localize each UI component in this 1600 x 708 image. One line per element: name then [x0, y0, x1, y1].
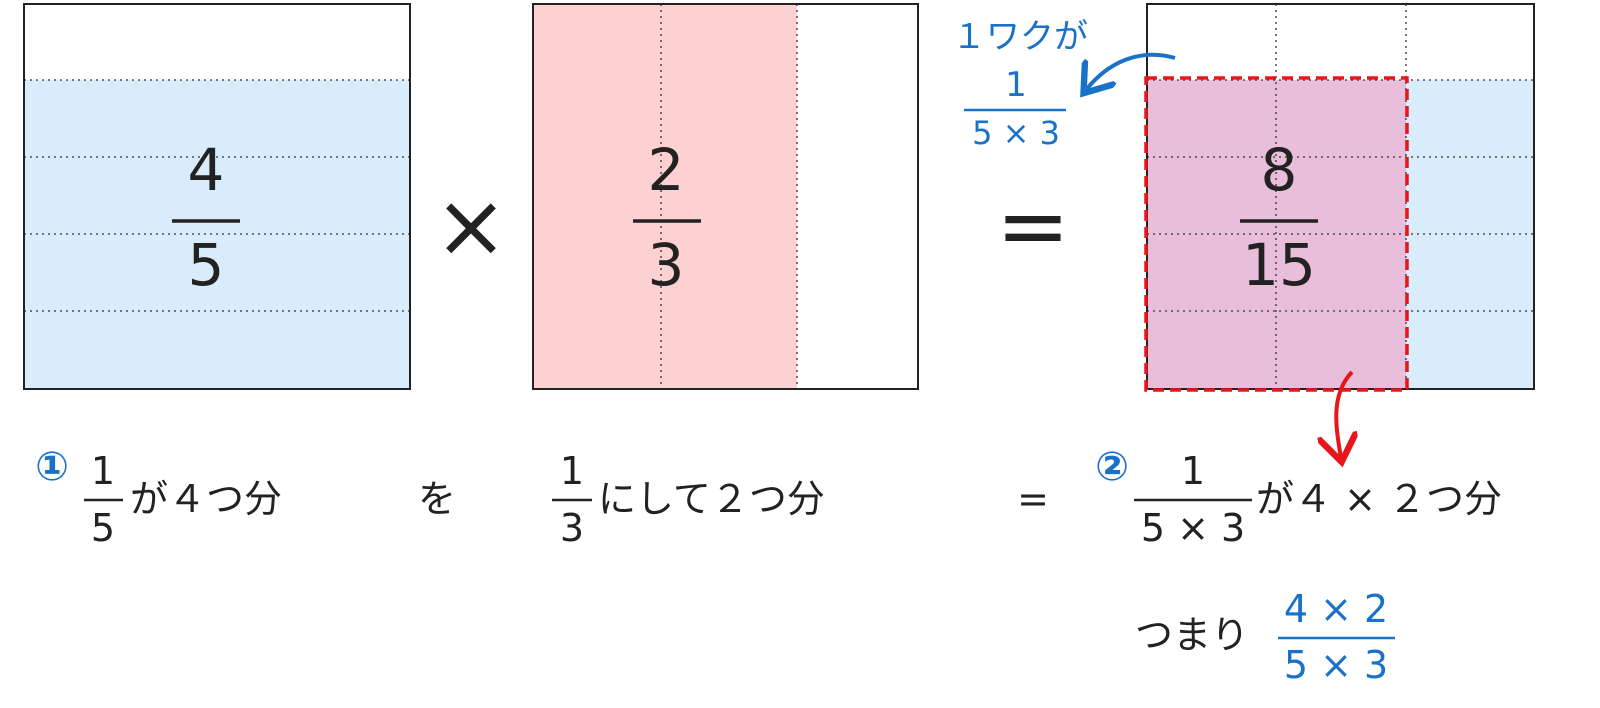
connector-text: を	[418, 477, 456, 521]
middle-step: 1 3 にして２つ分	[552, 449, 825, 550]
callout-denominator: 5 × 3	[972, 114, 1060, 152]
step-two-marker: ②	[1095, 444, 1129, 490]
step-one: ① 1 5 が４つ分	[35, 444, 282, 550]
equals-sign: =	[996, 174, 1070, 277]
unit-cell-callout: １ワクが 1 5 × 3	[952, 17, 1176, 152]
middle-step-text: にして２つ分	[598, 477, 825, 521]
left-numerator: 4	[188, 136, 225, 204]
callout-numerator: 1	[1005, 65, 1027, 105]
right-numerator: 8	[1261, 136, 1298, 204]
box-border	[532, 3, 919, 390]
step-two-text: が４ × ２つ分	[1256, 477, 1502, 521]
middle-step-numerator: 1	[560, 449, 584, 493]
red-shaded-columns	[533, 4, 797, 389]
box-border	[23, 3, 411, 390]
step-two: ② 1 5 × 3 が４ × ２つ分	[1095, 444, 1502, 550]
middle-numerator: 2	[648, 136, 685, 204]
red-dashed-highlight	[1144, 76, 1409, 392]
box-eight-fifteenths: 8 15	[1144, 3, 1535, 392]
summary: つまり 4 × 2 5 × 3	[1135, 587, 1395, 687]
box-four-fifths: 4 5	[23, 3, 411, 390]
callout-arrow-icon	[1086, 52, 1176, 90]
step-two-numerator: 1	[1181, 449, 1205, 493]
step-one-text: が４つ分	[130, 477, 282, 521]
summary-numerator: 4 × 2	[1284, 587, 1388, 631]
column-dividers	[660, 4, 798, 389]
left-denominator: 5	[188, 231, 225, 299]
step-one-numerator: 1	[91, 449, 115, 493]
step-one-marker: ①	[35, 444, 69, 490]
highlight-arrow-icon	[1336, 370, 1352, 458]
middle-step-denominator: 3	[560, 506, 584, 550]
box-two-thirds: 2 3	[532, 3, 919, 390]
step-two-denominator: 5 × 3	[1141, 506, 1245, 550]
row-dividers	[24, 79, 410, 312]
bottom-equals-sign: =	[1017, 477, 1049, 521]
right-denominator: 15	[1242, 231, 1316, 299]
callout-label: １ワクが	[952, 17, 1088, 57]
middle-denominator: 3	[648, 231, 685, 299]
summary-denominator: 5 × 3	[1284, 643, 1388, 687]
step-one-denominator: 5	[91, 506, 115, 550]
summary-prefix: つまり	[1135, 613, 1249, 657]
times-sign: ×	[434, 174, 508, 277]
